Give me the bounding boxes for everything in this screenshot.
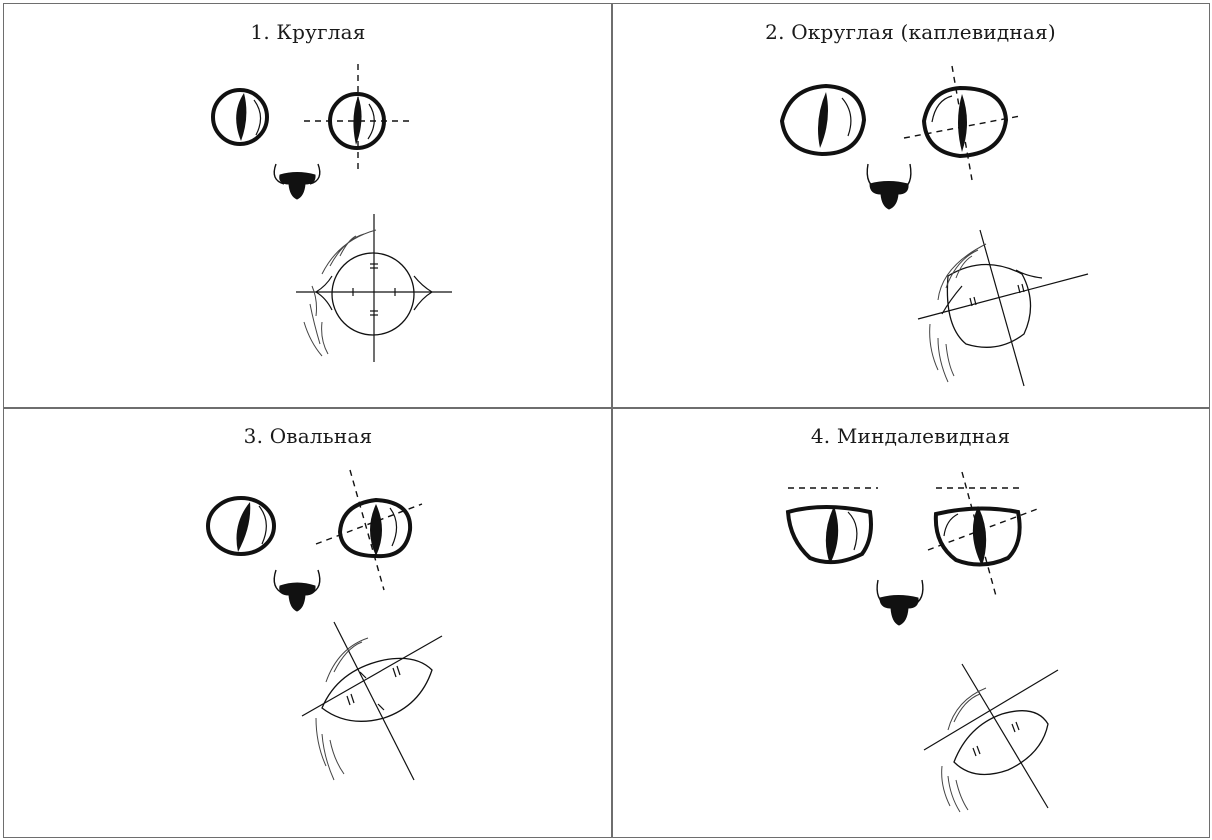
cat-eyes-front (785, 471, 1041, 597)
eye-construction-diagram (296, 214, 452, 362)
panel-almond: 4. Миндалевидная (611, 407, 1210, 838)
eye-construction-diagram (923, 663, 1059, 813)
cat-nose (273, 163, 321, 200)
eye-construction-diagram (917, 229, 1089, 387)
panel-caption: 2. Округлая (каплевидная) (765, 20, 1056, 44)
cat-eyes-front (779, 65, 1021, 181)
panel-oval: 3. Овальная (3, 407, 613, 838)
oval-eye-figure (206, 469, 443, 781)
panel-caption: 3. Овальная (243, 424, 373, 448)
cat-eyes-front (206, 469, 423, 591)
eye-construction-diagram (301, 621, 443, 781)
drop-eye-figure (779, 65, 1089, 387)
cat-nose (866, 163, 912, 210)
panel-round: 1. Круглая (3, 3, 613, 409)
panel-caption: 1. Круглая (250, 20, 366, 44)
panel-caption: 4. Миндалевидная (810, 424, 1011, 448)
cat-eyes-front (211, 64, 414, 174)
cat-nose (273, 569, 321, 612)
cat-nose (876, 579, 924, 626)
panel-rounded-drop: 2. Округлая (каплевидная) (611, 3, 1210, 409)
round-eye-figure (211, 64, 452, 362)
almond-eye-figure (785, 471, 1059, 813)
